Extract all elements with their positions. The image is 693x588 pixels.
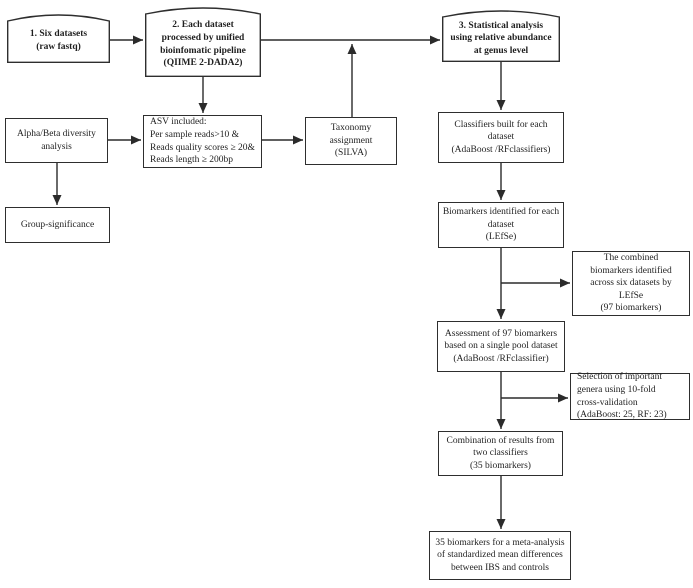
node-biomarkers-identified: Biomarkers identified for each dataset (…: [438, 202, 564, 248]
arched-box-shape: [145, 7, 261, 77]
node-selection-genera: Selection of important genera using 10-f…: [570, 372, 690, 420]
node-meta-analysis: 35 biomarkers for a meta-analysis of sta…: [429, 531, 571, 580]
node-six-datasets: 1. Six datasets (raw fastq): [7, 14, 110, 63]
node-combination-results: Combination of results from two classifi…: [438, 431, 563, 476]
node-pipeline: 2. Each dataset processed by unified bio…: [145, 7, 261, 77]
node-classifiers-built: Classifiers built for each dataset (AdaB…: [438, 112, 564, 163]
node-group-significance: Group-significance: [5, 207, 110, 243]
arched-box-shape: [7, 14, 110, 63]
node-taxonomy-assignment: Taxonomy assignment (SILVA): [305, 117, 397, 165]
node-alpha-beta-diversity: Alpha/Beta diversity analysis: [5, 118, 108, 163]
node-statistical-analysis: 3. Statistical analysis using relative a…: [442, 10, 560, 62]
node-assessment: Assessment of 97 biomarkers based on a s…: [437, 321, 565, 372]
node-pipeline-label: 2. Each dataset processed by unified bio…: [160, 20, 246, 69]
node-statistical-analysis-label: 3. Statistical analysis using relative a…: [450, 20, 552, 56]
node-six-datasets-label: 1. Six datasets (raw fastq): [29, 29, 88, 52]
arched-box-shape: [442, 10, 560, 62]
node-combined-biomarkers: The combined biomarkers identified acros…: [572, 251, 690, 316]
node-asv-included: ASV included: Per sample reads>10 & Read…: [143, 115, 262, 168]
